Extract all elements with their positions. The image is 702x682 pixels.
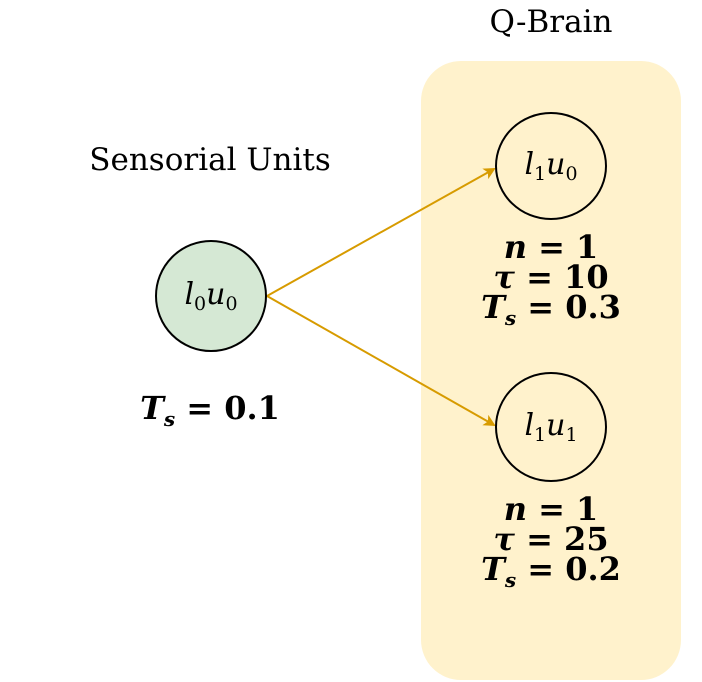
edge-l0u0-to-l1u1 bbox=[266, 295, 496, 426]
node-l1u0[interactable]: l1u0 bbox=[495, 112, 607, 220]
node-label: l1u1 bbox=[524, 408, 578, 446]
param-n: n = 1 bbox=[503, 490, 599, 528]
sensorial-units-title: Sensorial Units bbox=[89, 142, 331, 178]
edge-l0u0-to-l1u0 bbox=[266, 168, 496, 297]
param-n: n = 1 bbox=[503, 228, 599, 266]
param-tau: τ = 10 bbox=[493, 258, 609, 296]
sensorial-ts-param: Ts = 0.1 bbox=[140, 389, 280, 431]
node-label: l1u0 bbox=[524, 147, 578, 185]
node-l0u0[interactable]: l0u0 bbox=[155, 240, 267, 352]
unit-l1u0-params: n = 1 τ = 10 Ts = 0.3 bbox=[451, 228, 651, 333]
param-ts: Ts = 0.2 bbox=[481, 550, 621, 592]
node-l1u1[interactable]: l1u1 bbox=[495, 372, 607, 482]
node-label: l0u0 bbox=[184, 277, 238, 315]
param-tau: τ = 25 bbox=[493, 520, 609, 558]
unit-l1u1-params: n = 1 τ = 25 Ts = 0.2 bbox=[451, 490, 651, 595]
qbrain-title: Q-Brain bbox=[489, 4, 613, 40]
param-ts: Ts = 0.3 bbox=[481, 288, 621, 330]
